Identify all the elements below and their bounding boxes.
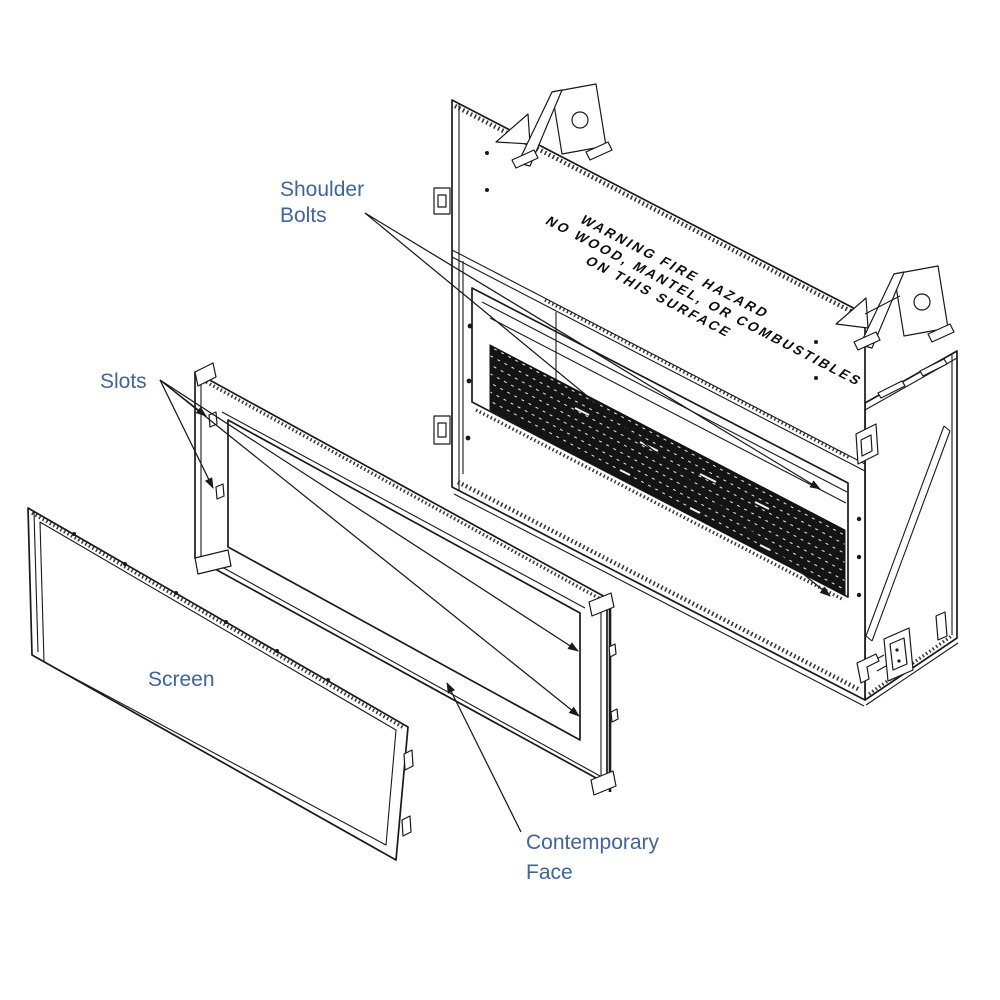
contemporary-face-label: Contemporary xyxy=(526,831,660,854)
shoulder-bolt-dots xyxy=(465,323,862,598)
bracket-hole xyxy=(913,293,931,311)
callouts: Shoulder Bolts Slots Screen Contemporary… xyxy=(100,178,831,884)
contemporary-face-leader xyxy=(446,682,522,833)
screen-top-hatch xyxy=(31,511,405,730)
left-side-clips xyxy=(433,187,451,445)
screen-panel xyxy=(27,507,414,861)
screen-label: Screen xyxy=(148,668,215,691)
shoulder-bolts-leader xyxy=(364,212,831,597)
standoff-bracket-right xyxy=(835,265,955,351)
contemporary-face-frame xyxy=(194,362,619,796)
slots-leader xyxy=(159,379,214,489)
face-frame-slots xyxy=(208,411,619,723)
slots-leader xyxy=(159,379,580,717)
firebox-unit: WARNING FIRE HAZARD NO WOOD, MANTEL, OR … xyxy=(433,83,959,707)
burner-trough xyxy=(489,344,846,596)
bracket-gusset xyxy=(495,113,531,145)
firebox-opening xyxy=(471,287,849,602)
side-slot xyxy=(935,611,948,641)
bracket-hole xyxy=(571,111,589,129)
side-trim-strip xyxy=(865,425,951,642)
shoulder-bolts-label: Shoulder xyxy=(280,178,364,201)
standoff-bracket-left xyxy=(495,83,613,169)
screen-side-tabs xyxy=(401,749,414,837)
flange-top-hatch xyxy=(453,104,864,319)
junction-box xyxy=(874,627,914,682)
face-frame-opening xyxy=(227,419,581,741)
front-bottom-hatch xyxy=(456,480,862,692)
slots-label: Slots xyxy=(100,370,147,393)
contemporary-face-label: Face xyxy=(526,861,573,884)
top-surface-slots xyxy=(877,358,948,399)
screen-clip-dots xyxy=(72,532,330,682)
slots-leader xyxy=(159,379,579,652)
shoulder-bolts-label: Bolts xyxy=(280,204,327,227)
bottom-bracket xyxy=(856,653,880,684)
right-side-clip xyxy=(855,423,879,465)
shoulder-bolts-leader xyxy=(364,212,821,490)
